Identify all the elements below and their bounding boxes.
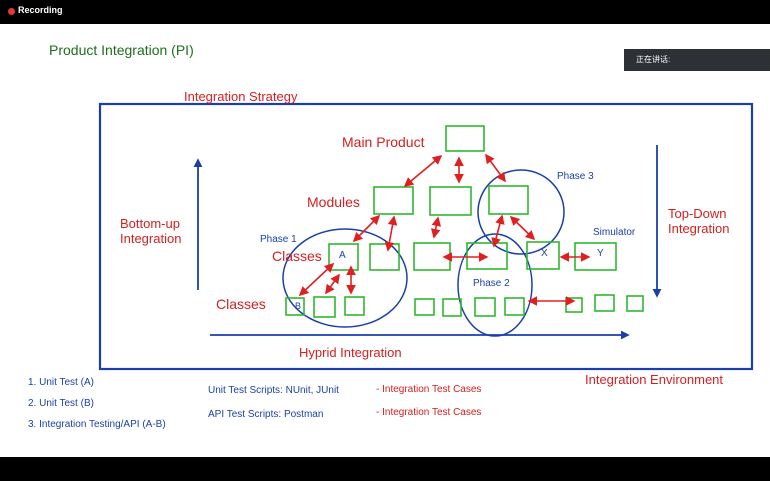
speaking-label: 正在讲话: (636, 55, 671, 64)
classes-low-label: Classes (216, 296, 266, 312)
box-b-label: B (295, 301, 302, 311)
classes-mid-label: Classes (272, 248, 322, 264)
class-box (626, 295, 644, 312)
cases-item: - Integration Test Cases (376, 407, 482, 418)
modules-label: Modules (307, 194, 360, 210)
list-item: 2. Unit Test (B) (28, 398, 94, 409)
slide-canvas: Product Integration (PI) Integration Str… (0, 24, 770, 457)
simulator-label: Simulator (593, 227, 636, 238)
phase3-ellipse (477, 169, 565, 255)
integration-arrows (298, 153, 591, 306)
class-box (442, 298, 462, 317)
bottom-up-label: Bottom-up Integration (120, 216, 182, 246)
record-dot-icon (8, 8, 15, 15)
class-box (344, 296, 365, 316)
diagram-graphics (98, 102, 754, 371)
scripts-item: API Test Scripts: Postman (208, 409, 324, 420)
direction-arrows (193, 145, 662, 340)
hybrid-label: Hyprid Integration (299, 345, 402, 360)
main-product-box (445, 125, 485, 152)
box-a-label: A (339, 250, 346, 261)
module-box (373, 186, 414, 215)
module-box (488, 185, 529, 215)
class-box (466, 242, 508, 270)
bottom-bar (0, 457, 770, 481)
top-down-label: Top-Down Integration (668, 206, 730, 236)
speaker-panel: 正在讲话: (624, 49, 770, 71)
list-item: 3. Integration Testing/API (A-B) (28, 419, 166, 430)
strategy-label: Integration Strategy (184, 89, 298, 104)
main-product-label: Main Product (342, 134, 425, 150)
box-y-label: Y (597, 248, 604, 259)
phase1-label: Phase 1 (260, 234, 297, 245)
class-box-x (526, 241, 560, 270)
phase1-ellipse (282, 228, 408, 328)
class-box (474, 297, 496, 317)
component-boxes (285, 125, 644, 318)
cases-item: - Integration Test Cases (376, 384, 482, 395)
class-box (313, 296, 336, 318)
integration-frame (98, 102, 754, 371)
phase3-label: Phase 3 (557, 171, 594, 182)
class-box (369, 243, 400, 271)
class-box (594, 294, 615, 312)
page-title: Product Integration (PI) (49, 42, 194, 58)
class-box-a (328, 243, 359, 271)
phase2-label: Phase 2 (473, 278, 510, 289)
scripts-item: Unit Test Scripts: NUnit, JUnit (208, 385, 339, 396)
environment-label: Integration Environment (585, 372, 724, 387)
list-item: 1. Unit Test (A) (28, 377, 94, 388)
class-box-b (285, 297, 305, 316)
class-box (504, 297, 525, 316)
class-box (414, 298, 435, 316)
class-box (565, 297, 583, 313)
module-box (429, 186, 472, 216)
recording-label: Recording (18, 5, 63, 15)
box-x-label: X (541, 248, 548, 259)
recording-bar: Recording (0, 0, 770, 24)
